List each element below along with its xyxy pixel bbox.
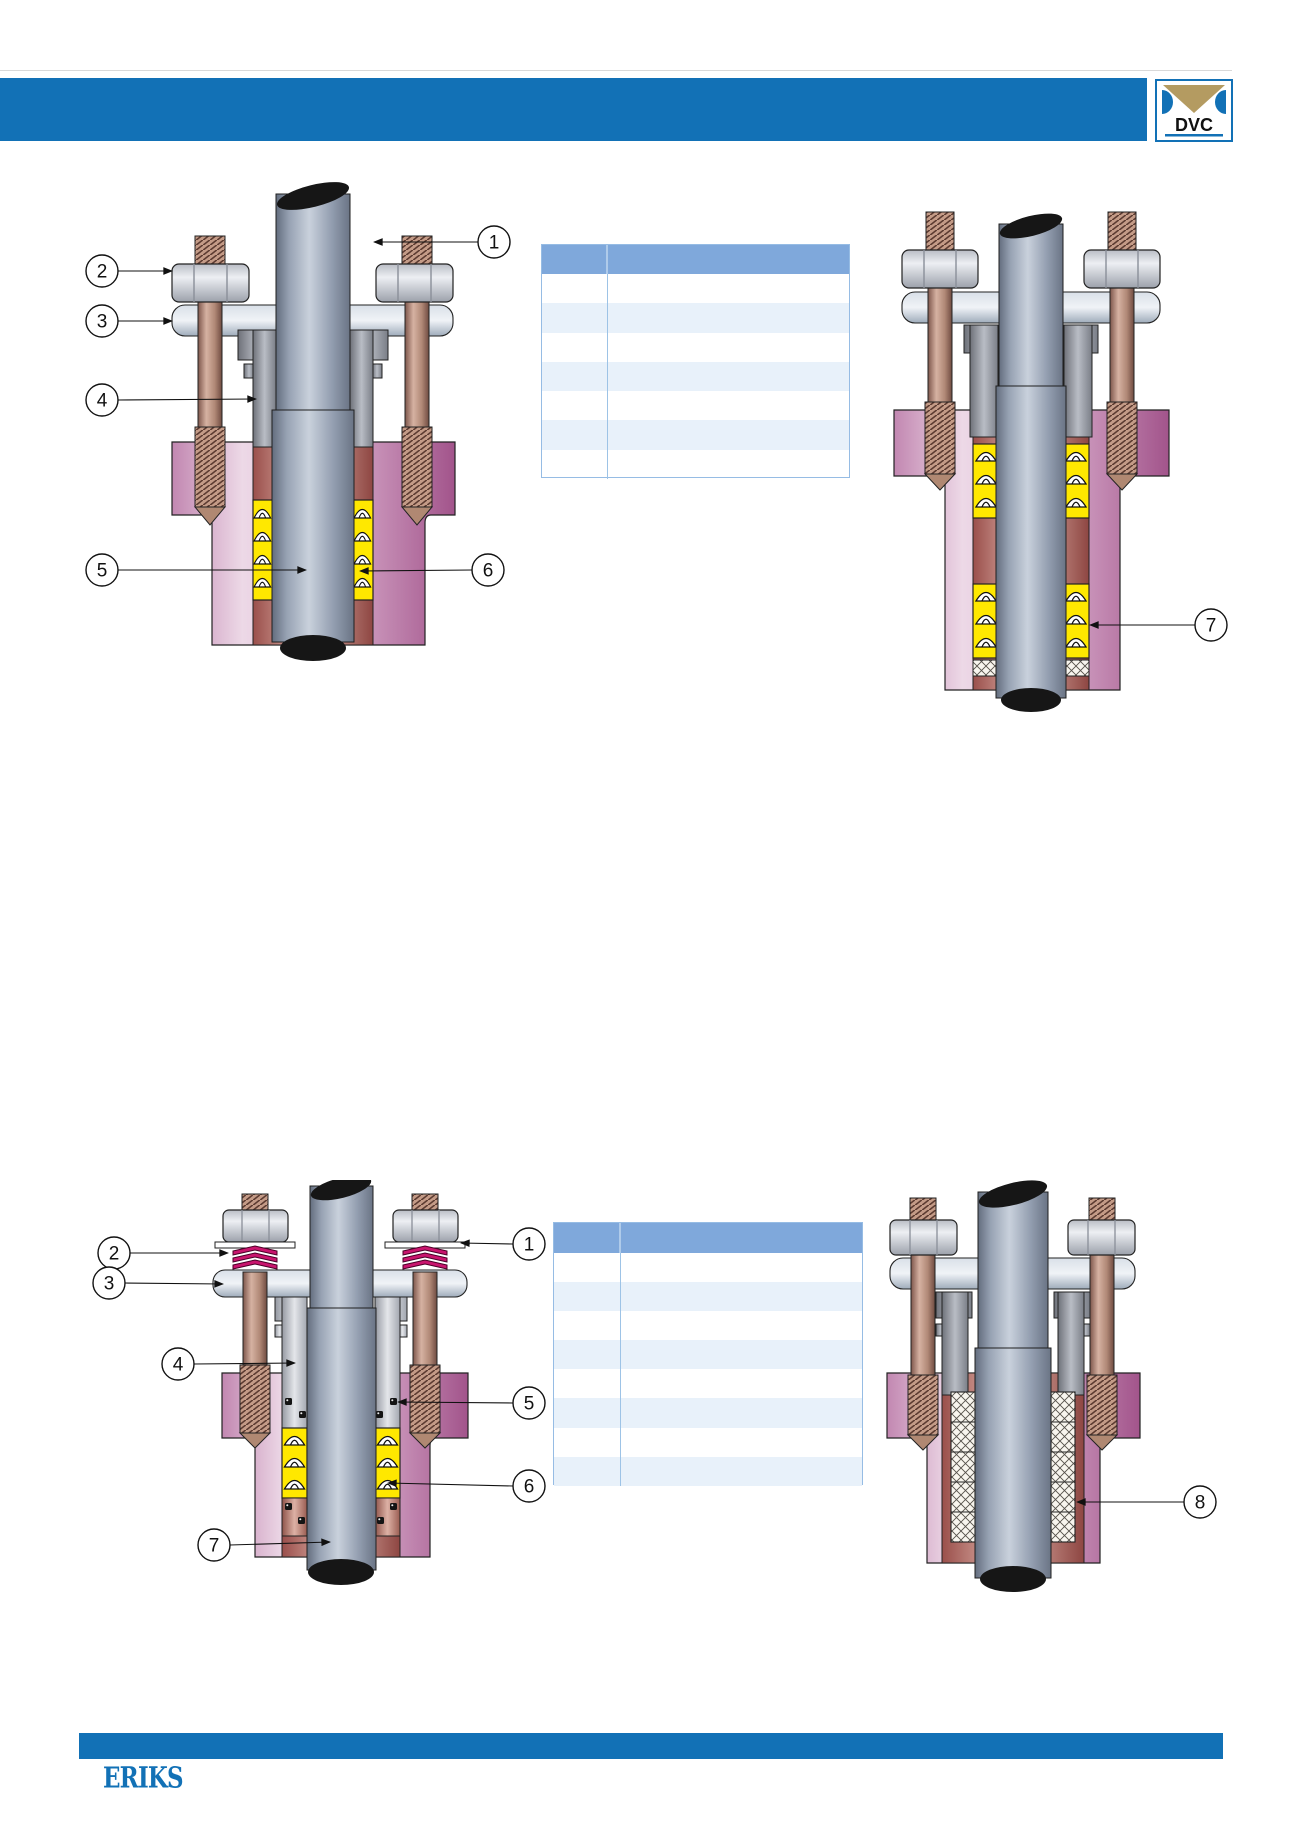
- lower-chevron-packing: [972, 583, 1090, 659]
- table-row: [554, 1398, 862, 1428]
- figure-bottomright-stuffing-box: 8: [886, 1180, 1217, 1592]
- svg-text:5: 5: [524, 1394, 535, 1415]
- table-row: [554, 1311, 862, 1341]
- dvc-logo-text: DVC: [1175, 115, 1213, 135]
- dvc-logo: DVC: [1155, 79, 1233, 142]
- valve-stem: [271, 182, 355, 661]
- table-header-cell: [542, 245, 608, 274]
- figure-bottomleft-stuffing-box: 1 2 3 4 5 6 7: [92, 1180, 546, 1585]
- stud-bolts: [238, 1271, 442, 1449]
- svg-text:4: 4: [97, 391, 108, 412]
- dvc-left-halfdisc-icon: [1162, 90, 1173, 114]
- svg-text:2: 2: [109, 1244, 120, 1265]
- nuts-and-stud-tops: [901, 211, 1161, 289]
- callout-leaders: [124, 1239, 514, 1547]
- svg-text:1: 1: [524, 1235, 535, 1256]
- dvc-underline: [1165, 134, 1223, 137]
- dvc-right-halfdisc-icon: [1215, 90, 1226, 114]
- callout-3: 3: [85, 304, 119, 338]
- nuts-and-stud-tops: [171, 235, 454, 303]
- svg-text:4: 4: [173, 1355, 184, 1376]
- upper-chevron-packing: [972, 443, 1090, 519]
- page-top-rule: [0, 70, 1232, 71]
- stud-bolts: [193, 301, 434, 526]
- table-header-row: [542, 245, 849, 274]
- svg-text:3: 3: [97, 312, 108, 333]
- spec-table-top: [541, 244, 850, 480]
- valve-stem: [306, 1180, 377, 1585]
- table-row: [554, 1456, 862, 1486]
- callout-5: 5: [85, 553, 119, 587]
- table-body: [554, 1253, 862, 1486]
- callout-5: 5: [512, 1386, 546, 1420]
- callout-4: 4: [161, 1347, 195, 1381]
- callout-4: 4: [85, 383, 119, 417]
- table-row: [554, 1282, 862, 1312]
- table-row: [542, 332, 849, 362]
- callout-1: 1: [477, 225, 511, 259]
- nuts-and-stud-tops: [889, 1197, 1136, 1256]
- svg-text:5: 5: [97, 561, 108, 582]
- bottom-bushing: [281, 1497, 401, 1537]
- callout-7: 7: [197, 1528, 231, 1562]
- spec-table-bottom: [553, 1222, 863, 1486]
- callout-6: 6: [512, 1469, 546, 1503]
- table-row: [542, 420, 849, 450]
- braided-packing: [950, 1391, 1076, 1543]
- nuts-and-stud-tops: [214, 1193, 466, 1270]
- valve-stem: [974, 1180, 1052, 1592]
- gland-follower: [935, 1291, 1091, 1396]
- table-header-cell: [621, 1223, 862, 1253]
- valve-stem: [995, 213, 1067, 712]
- disc-springs: [402, 1245, 448, 1270]
- figure-topright-stuffing-box: 7: [893, 211, 1228, 712]
- dvc-triangle-icon: [1163, 85, 1225, 113]
- callout-6: 6: [471, 553, 505, 587]
- table-row: [542, 391, 849, 421]
- svg-text:1: 1: [489, 233, 500, 254]
- callout-8: 8: [1183, 1485, 1217, 1519]
- table-row: [542, 274, 849, 304]
- table-header-cell: [554, 1223, 621, 1253]
- table-header-cell: [608, 245, 849, 274]
- svg-text:6: 6: [483, 561, 494, 582]
- table-row: [554, 1340, 862, 1370]
- figure-topleft-stuffing-box: 1 2 3 4 5 6: [85, 182, 511, 661]
- footer-bar: [79, 1733, 1223, 1759]
- callout-leaders: [117, 238, 478, 575]
- eriks-logo: ERIKS: [103, 1760, 184, 1795]
- svg-text:8: 8: [1195, 1493, 1206, 1514]
- table-row: [554, 1253, 862, 1283]
- header-bar: [0, 78, 1147, 141]
- table-row: [554, 1427, 862, 1457]
- table-header-row: [554, 1223, 862, 1253]
- table-row: [542, 361, 849, 392]
- svg-text:6: 6: [524, 1477, 535, 1498]
- dvc-logo-icon: DVC: [1162, 85, 1226, 137]
- svg-text:2: 2: [97, 262, 108, 283]
- chevron-packing: [252, 499, 374, 601]
- svg-text:7: 7: [209, 1536, 220, 1557]
- callout-7: 7: [1194, 608, 1228, 642]
- callout-2: 2: [97, 1236, 131, 1270]
- callout-3: 3: [92, 1266, 126, 1300]
- svg-text:7: 7: [1206, 616, 1217, 637]
- disc-springs: [232, 1245, 278, 1270]
- table-row: [554, 1369, 862, 1399]
- svg-text:3: 3: [104, 1274, 115, 1295]
- stud-bolts: [923, 287, 1139, 491]
- callout-1: 1: [512, 1227, 546, 1261]
- table-body: [542, 274, 849, 480]
- table-row: [542, 303, 849, 333]
- table-row: [542, 449, 849, 480]
- callout-2: 2: [85, 254, 119, 288]
- gland-follower: [237, 329, 389, 448]
